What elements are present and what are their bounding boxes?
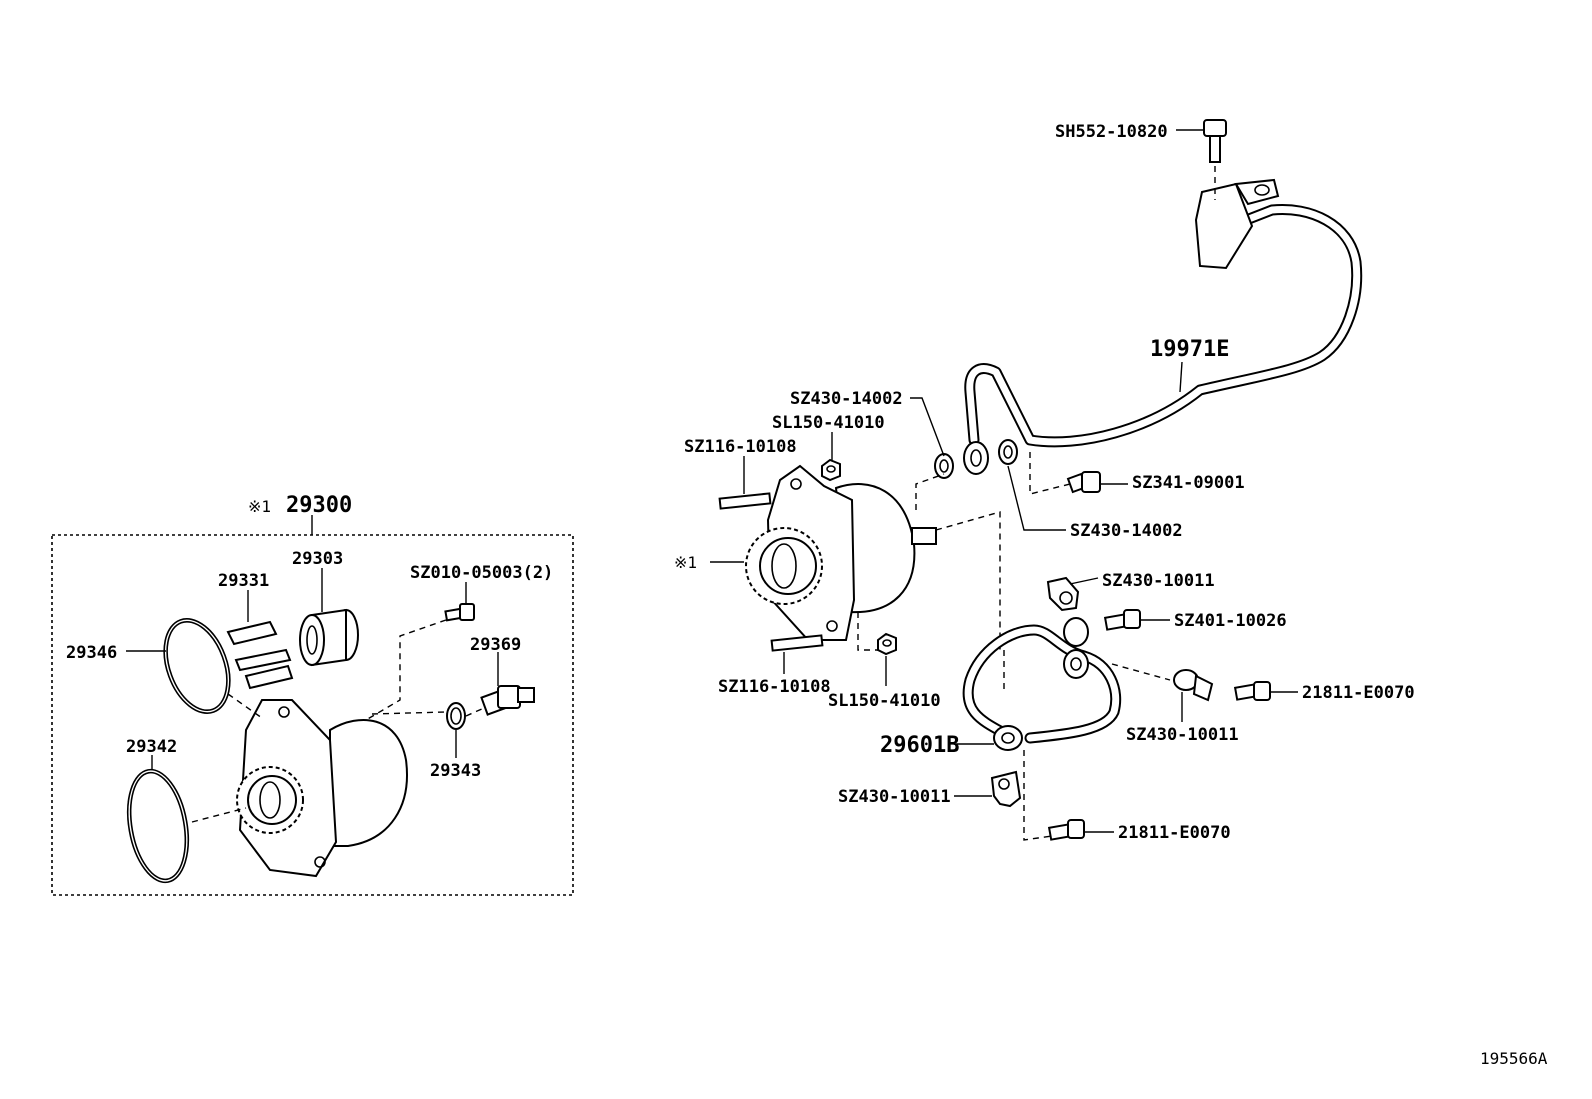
- o-ring-29342: [126, 768, 190, 884]
- label-sz010-05003: SZ010-05003(2): [410, 563, 553, 583]
- o-ring-29346: [163, 618, 231, 714]
- vacuum-pump-body-inset: [236, 699, 408, 878]
- bolt-sz010-05003: [444, 603, 475, 622]
- bolt-21811-e0070-a: [1233, 681, 1271, 701]
- label-mark-1: ※1: [674, 553, 697, 572]
- o-ring-29346-inner: [166, 620, 228, 712]
- label-sl150-41010-top: SL150-41010: [772, 413, 885, 433]
- label-29369: 29369: [470, 635, 521, 655]
- label-sz430-14002-a: SZ430-14002: [790, 389, 903, 409]
- label-sz430-10011-b: SZ430-10011: [1126, 725, 1239, 745]
- sensor-29369: [480, 685, 535, 716]
- rotor-29303: [299, 608, 359, 667]
- label-29601b: 29601B: [880, 733, 959, 758]
- label-29342: 29342: [126, 737, 177, 757]
- pipe-fitting-upper: [1194, 178, 1280, 270]
- vacuum-pump-main: [745, 464, 937, 641]
- bolt-sz401-10026: [1103, 609, 1141, 631]
- clamp-sz430-10011-a: [1046, 576, 1080, 612]
- bolt-sh552-10820: [1203, 119, 1227, 163]
- leader-29369-body: [465, 707, 485, 717]
- main-assembly: SH552-10820 19971E SZ430-14002 SL150-410…: [674, 119, 1415, 843]
- leader-29346-body: [227, 693, 263, 719]
- stud-sz116-10108-top: [718, 492, 772, 510]
- inset-29300: ※1 29300: [51, 493, 574, 896]
- label-29346: 29346: [66, 643, 117, 663]
- clamp-sz430-10011-c: [990, 770, 1022, 808]
- pipe-19971e: [964, 203, 1363, 448]
- inset-mark: ※1: [248, 497, 271, 516]
- label-29331: 29331: [218, 571, 269, 591]
- leader-29343-body: [371, 711, 447, 715]
- inset-number: 29300: [286, 493, 352, 518]
- nut-sl150-41010-bottom: [877, 632, 897, 656]
- label-19971e: 19971E: [1150, 337, 1229, 362]
- bolt-sz341-09001: [1066, 471, 1101, 494]
- label-sl150-41010-bottom: SL150-41010: [828, 691, 941, 711]
- o-ring-29342-inner: [129, 771, 187, 881]
- bolt-21811-e0070-b: [1047, 819, 1085, 841]
- washer-sz430-14002-a: [934, 453, 954, 479]
- pipe-banjo-lower: [963, 441, 989, 475]
- washer-29343: [446, 702, 466, 730]
- label-sz116-10108-top: SZ116-10108: [684, 437, 797, 457]
- clamp-sz430-10011-b: [1173, 669, 1214, 702]
- label-sh552-10820: SH552-10820: [1055, 122, 1168, 142]
- stud-sz116-10108-bottom: [770, 634, 824, 652]
- label-sz401-10026: SZ401-10026: [1174, 611, 1287, 631]
- label-21811-e0070-b: 21811-E0070: [1118, 823, 1231, 843]
- vanes-29331: [226, 620, 294, 690]
- washer-sz430-14002-b: [998, 439, 1018, 465]
- leader-sz010: [365, 619, 447, 721]
- label-21811-e0070-a: 21811-E0070: [1302, 683, 1415, 703]
- diagram-id: 195566A: [1480, 1049, 1548, 1068]
- leader-29342-body: [191, 807, 247, 823]
- label-sz430-10011-a: SZ430-10011: [1102, 571, 1215, 591]
- nut-sl150-41010-top: [821, 458, 841, 482]
- label-sz430-14002-b: SZ430-14002: [1070, 521, 1183, 541]
- label-sz116-10108-bottom: SZ116-10108: [718, 677, 831, 697]
- hose-29601b: [962, 617, 1122, 751]
- label-sz341-09001: SZ341-09001: [1132, 473, 1245, 493]
- label-29343: 29343: [430, 761, 481, 781]
- label-sz430-10011-c: SZ430-10011: [838, 787, 951, 807]
- label-29303: 29303: [292, 549, 343, 569]
